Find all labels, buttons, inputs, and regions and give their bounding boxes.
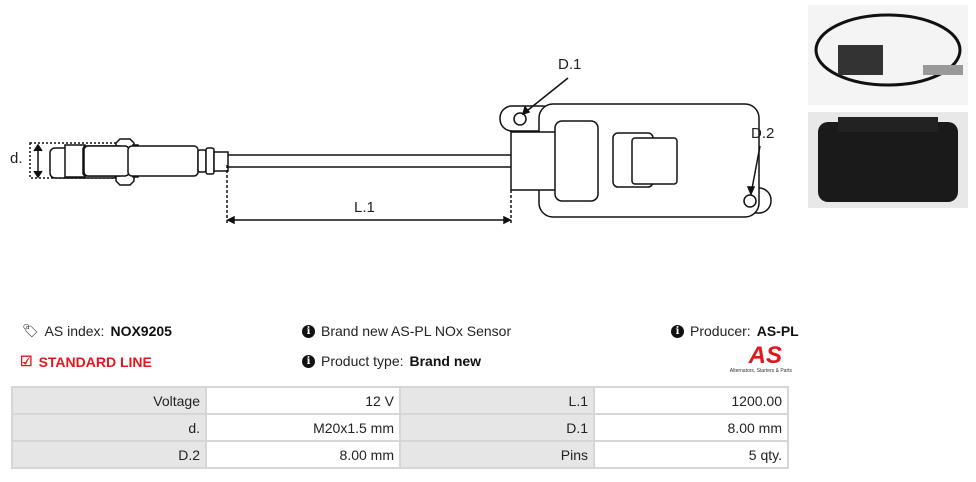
as-pl-logo: AS Alternators, Starters & Parts [729,342,792,375]
sensor-diagram [29,77,772,225]
info-icon: i [671,324,684,338]
info-icon: i [302,324,315,338]
checkbox-icon: ☑ [20,353,33,369]
d2-label: D.2 [751,125,775,142]
product-photo[interactable] [808,5,968,105]
l1-label: L.1 [354,199,375,216]
as-index-value: NOX9205 [110,323,172,339]
d-label: d. [10,150,23,167]
d1-label: D.1 [558,56,582,73]
as-index: 🏷AS index:NOX9205 [22,323,172,339]
standard-line: ☑STANDARD LINE [20,353,152,370]
connector-photo[interactable] [808,112,968,208]
info-icon: i [302,354,315,368]
tags-icon: 🏷 [22,323,39,338]
